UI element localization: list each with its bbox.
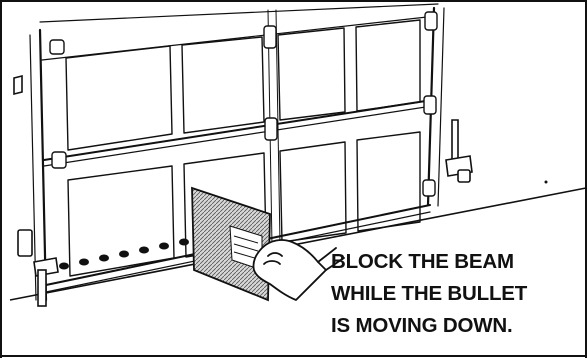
caption-line-1: BLOCK THE BEAM (331, 246, 527, 278)
caption-line-2: WHILE THE BULLET (331, 278, 527, 310)
instruction-caption: BLOCK THE BEAM WHILE THE BULLET IS MOVIN… (331, 246, 527, 342)
caption-line-3: IS MOVING DOWN. (331, 310, 527, 342)
hinge-icon (50, 12, 437, 196)
safety-sensor-icon (14, 76, 58, 306)
blocking-board (192, 188, 270, 300)
right-safety-sensor-icon (446, 120, 472, 182)
detail-mark (545, 181, 548, 184)
